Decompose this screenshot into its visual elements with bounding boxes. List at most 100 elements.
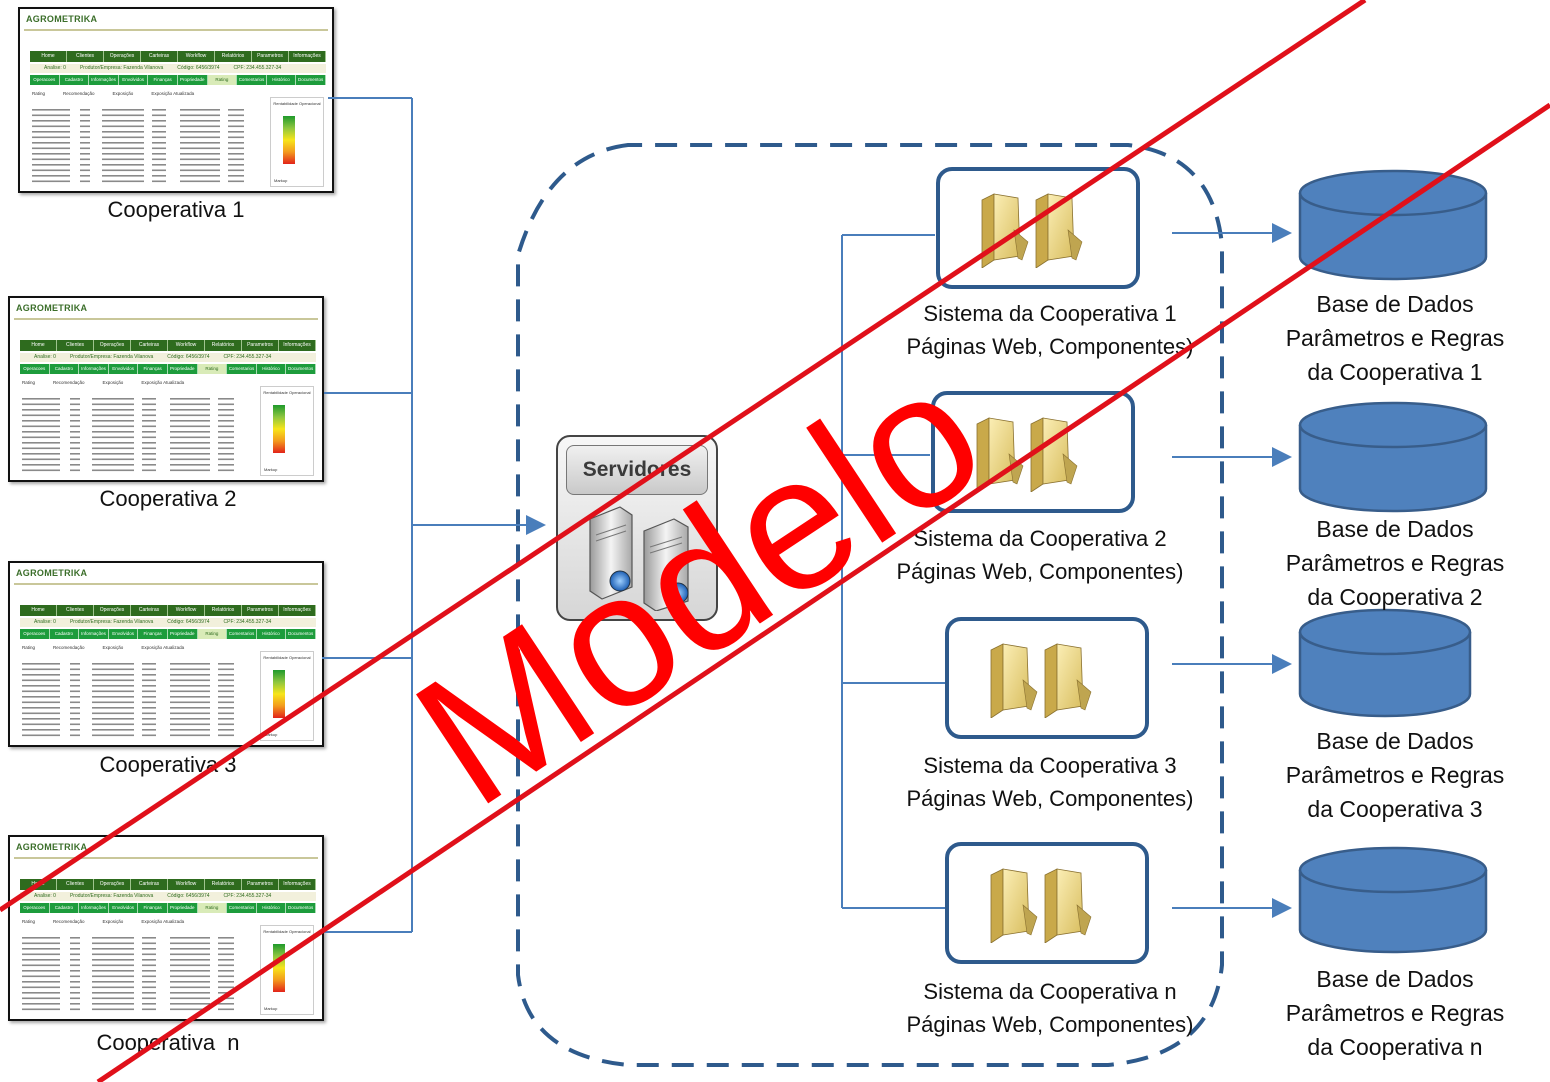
thumb-rating-field: Exposição Atualizada xyxy=(141,645,185,650)
thumb-top-nav-item: Clientes xyxy=(57,340,94,351)
thumb-rating-field: Exposição xyxy=(112,91,134,96)
database-caption-3-line3: da Cooperativa 3 xyxy=(1307,796,1483,822)
cooperativa-screenshot-n: AGROMETRIKAHomeClientesOperaçõesCarteira… xyxy=(8,835,324,1021)
thumb-info-codigo: Código: 6456/3974 xyxy=(177,65,220,71)
database-icon xyxy=(1298,846,1488,954)
thumb-sub-nav-item: Histórico xyxy=(257,364,287,374)
thumb-sub-nav-item: Operacoes xyxy=(30,75,60,85)
thumb-sub-nav-item: Histórico xyxy=(257,629,287,639)
thumb-sub-nav-item: Finanças xyxy=(138,629,168,639)
thumb-sub-nav-item: Informações xyxy=(79,364,109,374)
system-box-3 xyxy=(945,617,1149,739)
thumb-top-nav-item: Home xyxy=(30,51,67,62)
thumb-rating-field: Rating xyxy=(22,380,36,385)
system-caption-2-line2: Páginas Web, Componentes) xyxy=(896,559,1184,584)
thumb-rating-field: Rating xyxy=(22,645,36,650)
thumb-sub-nav-item: Documentos xyxy=(286,629,316,639)
system-caption-2: Sistema da Cooperativa 2 Páginas Web, Co… xyxy=(870,522,1210,588)
header-divider xyxy=(14,583,318,585)
watermark-text: Modelo xyxy=(381,325,1018,846)
thumb-gauge xyxy=(283,116,295,164)
database-caption-1-line1: Base de Dados xyxy=(1316,291,1474,317)
watermark-strike-line-2 xyxy=(96,102,1550,1082)
database-caption-n-line2: Parâmetros e Regras xyxy=(1285,1000,1505,1026)
thumb-sub-nav-item: Cadastro xyxy=(50,903,80,913)
thumb-rating-field: Exposição Atualizada xyxy=(141,919,185,924)
thumb-rating-field: Exposição xyxy=(102,380,124,385)
thumb-top-nav-item: Relatórios xyxy=(205,340,242,351)
system-caption-1-line2: Páginas Web, Componentes) xyxy=(906,334,1194,359)
thumb-info-codigo: Código: 6456/3974 xyxy=(167,893,210,899)
thumb-rating-field: Exposição xyxy=(102,645,124,650)
thumb-sub-nav-item: Histórico xyxy=(267,75,297,85)
system-box-n xyxy=(945,842,1149,964)
thumb-panel-title: Rentabilidade Operacional xyxy=(263,929,311,934)
thumb-info-analise: Analise: 0 xyxy=(34,354,56,360)
system-caption-2-line1: Sistema da Cooperativa 2 xyxy=(913,526,1167,551)
thumb-gauge xyxy=(273,405,285,453)
thumb-sub-nav-item: Comentarios xyxy=(237,75,267,85)
thumb-info-cpf: CPF: 234.455.327-34 xyxy=(223,354,272,360)
thumb-top-nav-item: Clientes xyxy=(57,879,94,890)
thumb-sub-nav-item: Envolvidos xyxy=(119,75,149,85)
thumb-sub-nav-item: Informações xyxy=(89,75,119,85)
thumb-top-nav-item: Carteiras xyxy=(131,605,168,616)
thumb-info-produtor: Produtor/Empresa: Fazenda Vilanova xyxy=(69,619,154,625)
thumb-info-cpf: CPF: 234.455.327-34 xyxy=(223,619,272,625)
database-caption-3: Base de Dados Parâmetros e Regras da Coo… xyxy=(1250,724,1540,826)
header-divider xyxy=(14,857,318,859)
thumb-sub-nav-item: Informações xyxy=(79,629,109,639)
thumb-top-nav-item: Parametros xyxy=(242,340,279,351)
thumb-sub-nav-item: Propriedade xyxy=(168,364,198,374)
thumb-top-nav-item: Carteiras xyxy=(131,879,168,890)
database-icon xyxy=(1298,401,1488,513)
thumb-sub-nav-item: Operacoes xyxy=(20,364,50,374)
thumb-detail-lines xyxy=(22,663,234,737)
thumb-top-nav-item: Clientes xyxy=(57,605,94,616)
system-caption-3-line2: Páginas Web, Componentes) xyxy=(906,786,1194,811)
thumb-sub-nav-item: Cadastro xyxy=(50,364,80,374)
thumb-sub-nav-item: Comentarios xyxy=(227,629,257,639)
database-caption-2-line2: Parâmetros e Regras xyxy=(1285,550,1505,576)
thumb-detail-lines xyxy=(22,398,234,472)
thumb-info-produtor: Produtor/Empresa: Fazenda Vilanova xyxy=(69,893,154,899)
thumb-info-analise: Analise: 0 xyxy=(34,619,56,625)
database-icon xyxy=(1298,608,1472,718)
thumb-sub-nav-item: Envolvidos xyxy=(109,903,139,913)
thumb-sub-nav-item: Envolvidos xyxy=(109,364,139,374)
thumb-info-codigo: Código: 6456/3974 xyxy=(167,354,210,360)
thumb-top-nav-item: Relatórios xyxy=(215,51,252,62)
thumb-top-nav-item: Parametros xyxy=(242,879,279,890)
thumb-top-nav-item: Informações xyxy=(279,340,316,351)
thumb-info-codigo: Código: 6456/3974 xyxy=(167,619,210,625)
database-caption-2: Base de Dados Parâmetros e Regras da Coo… xyxy=(1250,512,1540,614)
header-divider xyxy=(24,29,328,31)
thumb-panel-title: Rentabilidade Operacional xyxy=(263,390,311,395)
thumb-top-nav-item: Operações xyxy=(94,879,131,890)
thumb-info-cpf: CPF: 234.455.327-34 xyxy=(233,65,282,71)
database-caption-1-line3: da Cooperativa 1 xyxy=(1307,359,1483,385)
thumb-top-nav-item: Informações xyxy=(279,879,316,890)
thumb-rating-field: Rating xyxy=(32,91,46,96)
thumb-info-produtor: Produtor/Empresa: Fazenda Vilanova xyxy=(69,354,154,360)
thumb-top-nav-item: Informações xyxy=(279,605,316,616)
thumb-detail-lines xyxy=(22,937,234,1011)
database-caption-1-line2: Parâmetros e Regras xyxy=(1285,325,1505,351)
thumb-gauge xyxy=(273,670,285,718)
thumb-panel-foot: Markup xyxy=(264,467,278,472)
thumb-sub-nav-item: Informações xyxy=(79,903,109,913)
thumb-rating-field: Recomendação xyxy=(63,91,95,96)
thumb-top-nav-item: Parametros xyxy=(242,605,279,616)
thumb-top-nav-item: Home xyxy=(20,340,57,351)
thumb-sub-nav-item: Finanças xyxy=(138,364,168,374)
servers-box: Servidores xyxy=(556,435,718,621)
